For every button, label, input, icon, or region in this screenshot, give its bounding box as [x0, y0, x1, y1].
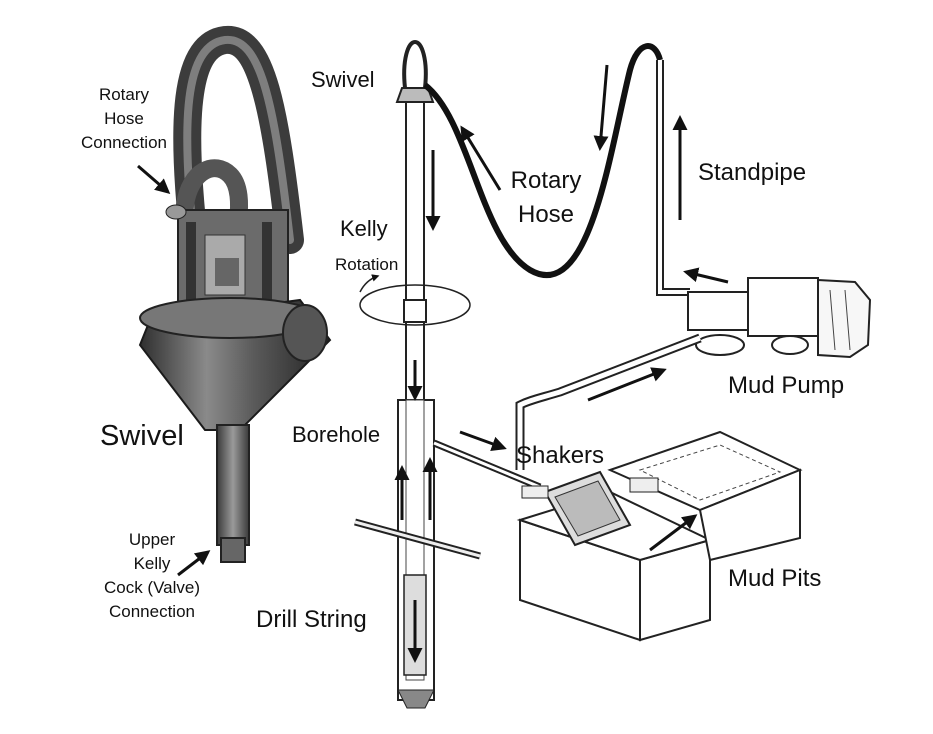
label-upper-kelly-cock: Upper Kelly Cock (Valve) Connection	[104, 530, 200, 621]
rotary-hose-standpipe	[423, 43, 729, 296]
label-rotary-hose: Rotary Hose	[511, 167, 582, 228]
label-borehole: Borehole	[292, 422, 380, 447]
label-line: Hose	[518, 201, 574, 228]
label-line: Rotary	[99, 85, 150, 104]
label-mud-pump: Mud Pump	[728, 372, 844, 399]
swivel-illustration	[138, 25, 332, 563]
label-swivel-large: Swivel	[100, 420, 184, 452]
label-line: Connection	[109, 602, 195, 621]
label-line: Hose	[104, 109, 144, 128]
label-line: Connection	[81, 133, 167, 152]
label-line: Kelly	[134, 554, 171, 573]
label-mud-pits: Mud Pits	[728, 565, 821, 592]
label-drill-string: Drill String	[256, 606, 367, 633]
label-rotary-hose-connection: Rotary Hose Connection	[81, 85, 167, 152]
kelly-borehole-schematic	[354, 39, 481, 709]
label-swivel-top: Swivel	[311, 67, 375, 92]
label-standpipe: Standpipe	[698, 159, 806, 186]
mud-pump-illustration	[687, 277, 872, 359]
label-line: Upper	[129, 530, 176, 549]
label-line: Cock (Valve)	[104, 578, 200, 597]
label-rotation: Rotation	[335, 255, 398, 274]
pointer-arrow-kelly-cock	[177, 550, 211, 577]
mud-pits-illustration	[432, 333, 803, 642]
label-line: Rotary	[511, 167, 582, 194]
label-shakers: Shakers	[516, 442, 604, 469]
pointer-arrow-hose-connection	[137, 164, 171, 194]
label-kelly: Kelly	[340, 216, 388, 241]
